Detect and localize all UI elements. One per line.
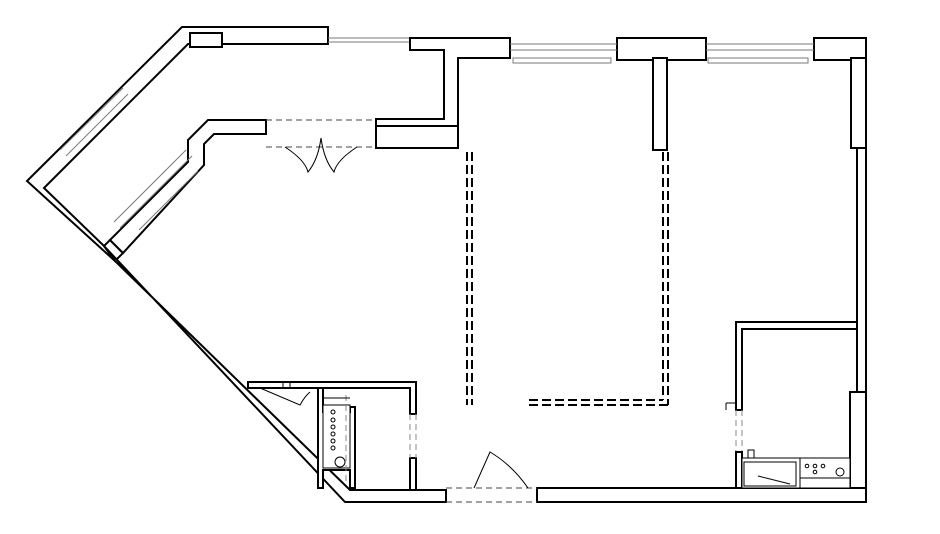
fixture-knob [330,445,336,451]
kitchen-corner [725,321,858,489]
stove-burner-icon [820,463,826,469]
diagonal-exterior-wall [103,245,447,503]
stove-burner-icon [835,467,845,477]
top-wall-segment-middle [616,37,707,61]
balcony-outer-wall [25,26,329,263]
balcony [25,26,410,263]
balcony-inner-window-glass [113,149,187,223]
balcony-window-glass [59,87,124,151]
entrance-door[interactable] [446,451,537,503]
kitchen-left-wall [735,451,743,489]
stove-burner-icon [812,463,818,469]
top-wall [510,37,867,64]
middle-pier [652,57,668,151]
balcony-double-door-right-leaf [320,137,358,174]
bathroom-right-wall-lower [409,457,417,491]
fixture-knob [330,438,336,444]
top-window-sill-2 [512,57,612,64]
fixture-knob [330,431,336,437]
balcony-door-jamb [375,125,459,149]
dashed-partitions [466,152,669,406]
right-wall-lower [849,391,867,501]
kitchen-faucet-icon [747,449,755,459]
top-window-sill-3 [707,57,809,64]
shower-door [259,387,311,406]
entrance-door-leaf [473,451,529,489]
balcony-inner-window-glass-3 [138,170,199,231]
closet-wall [735,321,858,411]
balcony-chimney-block [189,32,223,48]
balcony-inner-wall [108,119,267,255]
right-wall-upper [850,57,867,149]
balcony-window-glass-2 [65,93,129,157]
kitchen-sink-drain [757,475,791,485]
bathroom [247,381,417,491]
bottom-exterior-wall [536,487,867,503]
sink-icon [334,456,346,468]
fixture-knob [330,424,336,430]
fixture-knob [330,409,336,415]
stove-burner-icon [804,463,810,469]
top-wall-segment-right [813,37,867,61]
stove-burner-icon [812,469,818,475]
balcony-double-door-left-leaf [284,137,322,174]
fixture-knob [330,417,336,423]
balcony-partition [266,37,511,174]
balcony-inner-window-glass-2 [119,155,193,229]
kitchen-sink-icon [743,461,797,487]
right-wall [849,38,867,501]
